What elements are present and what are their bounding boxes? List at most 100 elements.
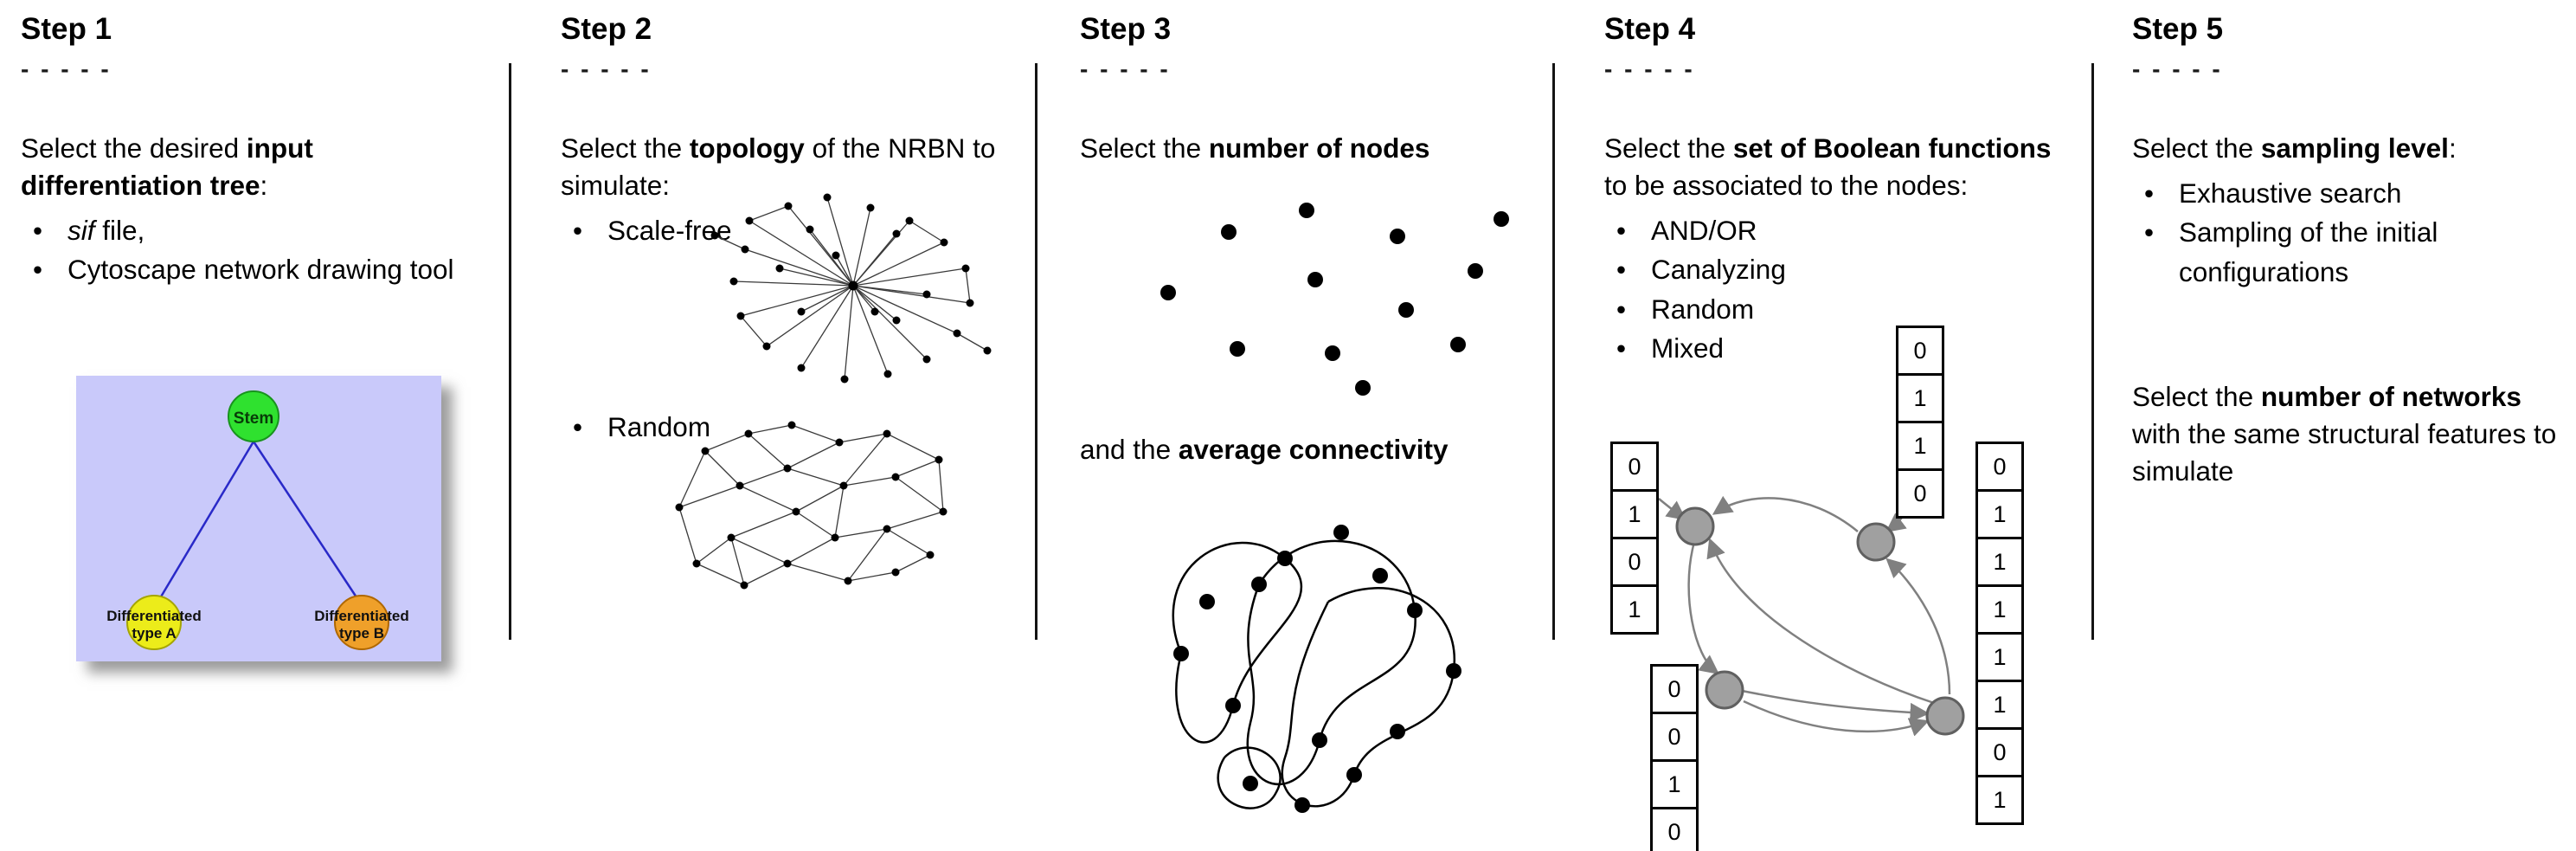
step4-title: Step 4: [1604, 12, 1696, 46]
step2-title: Step 2: [561, 12, 652, 46]
step4-bullet-random: Random: [1604, 290, 2054, 330]
step4-column: Step 4 - - - - - Select the set of Boole…: [1604, 12, 2054, 369]
step5-bullet-exhaustive: Exhaustive search: [2132, 174, 2565, 214]
table-cell: 1: [1975, 489, 2024, 539]
table-cell: 1: [1610, 584, 1659, 635]
step4-bullet-list: AND/OR Canalyzing Random Mixed: [1604, 211, 2054, 369]
differentiation-tree-svg: Stem Differentiated type A Differentiate…: [76, 376, 441, 661]
type-b-label-line1: Differentiated: [314, 608, 409, 624]
table-cell: 1: [1975, 775, 2024, 825]
table-cell: 1: [1896, 373, 1944, 423]
table-cell: 0: [1975, 442, 2024, 492]
step1-dashes: - - - - -: [21, 55, 112, 83]
step1-sif-rest: file,: [94, 214, 145, 246]
step5-column: Step 5 - - - - - Select the sampling lev…: [2132, 12, 2565, 490]
step1-column: Step 1 - - - - - Select the desired inpu…: [21, 12, 492, 290]
divider-step3-step4: [1552, 63, 1555, 640]
boolean-table-left: 0 1 0 1: [1610, 442, 1659, 635]
type-b-node: [334, 595, 389, 650]
boolean-node-a: [1675, 506, 1715, 546]
step5-intro-bold: sampling level: [2260, 132, 2449, 164]
boolean-table-right: 0 1 1 1 1 1 0 1: [1975, 442, 2024, 825]
table-cell: 0: [1896, 326, 1944, 376]
table-cell: 1: [1975, 632, 2024, 682]
divider-step2-step3: [1035, 63, 1037, 640]
step2-bullet-random: Random: [561, 408, 1011, 448]
step1-title: Step 1: [21, 12, 112, 46]
step1-intro-bold: input differentiation tree: [21, 132, 313, 202]
table-cell: 1: [1896, 421, 1944, 471]
step3-second-bold: average connectivity: [1178, 434, 1449, 466]
type-a-label-line2: type A: [132, 625, 176, 641]
step2-bullet-list: Scale-free Random: [561, 211, 1011, 448]
step4-bullet-mixed: Mixed: [1604, 329, 2054, 369]
boolean-table-bottom: 0 0 1 0: [1650, 664, 1699, 851]
step5-title: Step 5: [2132, 12, 2224, 46]
step4-intro-pre: Select the: [1604, 132, 1733, 164]
scale-free-network-graphic: [710, 193, 992, 384]
step3-column: Step 3 - - - - - Select the number of no…: [1080, 12, 1551, 468]
step5-intro-pre: Select the: [2132, 132, 2261, 164]
table-cell: 0: [1896, 468, 1944, 519]
table-cell: 0: [1610, 537, 1659, 587]
step5-intro: Select the sampling level:: [2132, 130, 2565, 167]
boolean-table-top: 0 1 1 0: [1896, 326, 1944, 519]
divider-step4-step5: [2091, 63, 2094, 640]
table-cell: 1: [1975, 537, 2024, 587]
step3-intro-bold: number of nodes: [1208, 132, 1430, 164]
step1-sif-italic: sif: [67, 214, 95, 246]
step5-dashes: - - - - -: [2132, 55, 2223, 83]
random-network-graphic: [675, 421, 948, 590]
step1-intro: Select the desired input differentiation…: [21, 130, 492, 204]
step5-second-post: with the same structural features to sim…: [2132, 417, 2557, 487]
step1-bullet-cytoscape: Cytoscape network drawing tool: [21, 250, 492, 290]
differentiation-tree-image: Stem Differentiated type A Differentiate…: [76, 376, 441, 661]
step5-intro-post: :: [2448, 132, 2457, 164]
table-cell: 1: [1975, 680, 2024, 730]
step5-second-bold: number of networks: [2260, 381, 2521, 413]
table-cell: 1: [1610, 489, 1659, 539]
step4-bullet-canalyzing: Canalyzing: [1604, 250, 2054, 290]
average-connectivity-graphic: [1172, 525, 1461, 813]
type-a-label-line1: Differentiated: [106, 608, 202, 624]
step1-intro-post: :: [260, 170, 268, 202]
step5-second-pre: Select the: [2132, 381, 2261, 413]
step2-intro-bold: topology: [689, 132, 805, 164]
step2-intro-pre: Select the: [561, 132, 690, 164]
step3-title: Step 3: [1080, 12, 1172, 46]
nodes-dots-graphic: [1160, 203, 1509, 396]
step2-intro: Select the topology of the NRBN to simul…: [561, 130, 1011, 204]
boolean-network-graphic: 0 1 1 0 0 1 0 1 0 0 1 0 0 1 1 1 1 1 0 1: [1605, 322, 2038, 851]
step5-bullet-list: Exhaustive search Sampling of the initia…: [2132, 174, 2565, 292]
boolean-node-b: [1856, 522, 1896, 562]
table-cell: 0: [1610, 442, 1659, 492]
step1-intro-pre: Select the desired: [21, 132, 247, 164]
table-cell: 0: [1650, 664, 1699, 714]
step2-intro-post: of the NRBN to simulate:: [561, 132, 996, 202]
step4-intro: Select the set of Boolean functions to b…: [1604, 130, 2054, 204]
boolean-node-d: [1925, 696, 1965, 736]
stem-node: [228, 390, 279, 442]
boolean-node-c: [1705, 670, 1744, 710]
step4-bullet-and-or: AND/OR: [1604, 211, 2054, 251]
step1-bullet-list: sif file, Cytoscape network drawing tool: [21, 211, 492, 290]
table-cell: 0: [1650, 807, 1699, 851]
step3-second-line: and the average connectivity: [1080, 431, 1551, 468]
step4-intro-post: to be associated to the nodes:: [1604, 170, 1969, 202]
step2-bullet-scale-free: Scale-free: [561, 211, 1011, 251]
step3-intro-pre: Select the: [1080, 132, 1209, 164]
boolean-network-svg: [1658, 495, 1965, 737]
table-cell: 1: [1975, 584, 2024, 635]
step2-dashes: - - - - -: [561, 55, 652, 83]
divider-step1-step2: [509, 63, 511, 640]
step3-dashes: - - - - -: [1080, 55, 1171, 83]
step4-intro-bold: set of Boolean functions: [1732, 132, 2052, 164]
step5-bullet-sampling: Sampling of the initial configurations: [2132, 213, 2565, 292]
step2-column: Step 2 - - - - - Select the topology of …: [561, 12, 1011, 448]
step3-intro: Select the number of nodes: [1080, 130, 1551, 167]
stem-node-label: Stem: [234, 409, 273, 428]
table-cell: 0: [1975, 727, 2024, 777]
step4-dashes: - - - - -: [1604, 55, 1695, 83]
table-cell: 0: [1650, 712, 1699, 762]
